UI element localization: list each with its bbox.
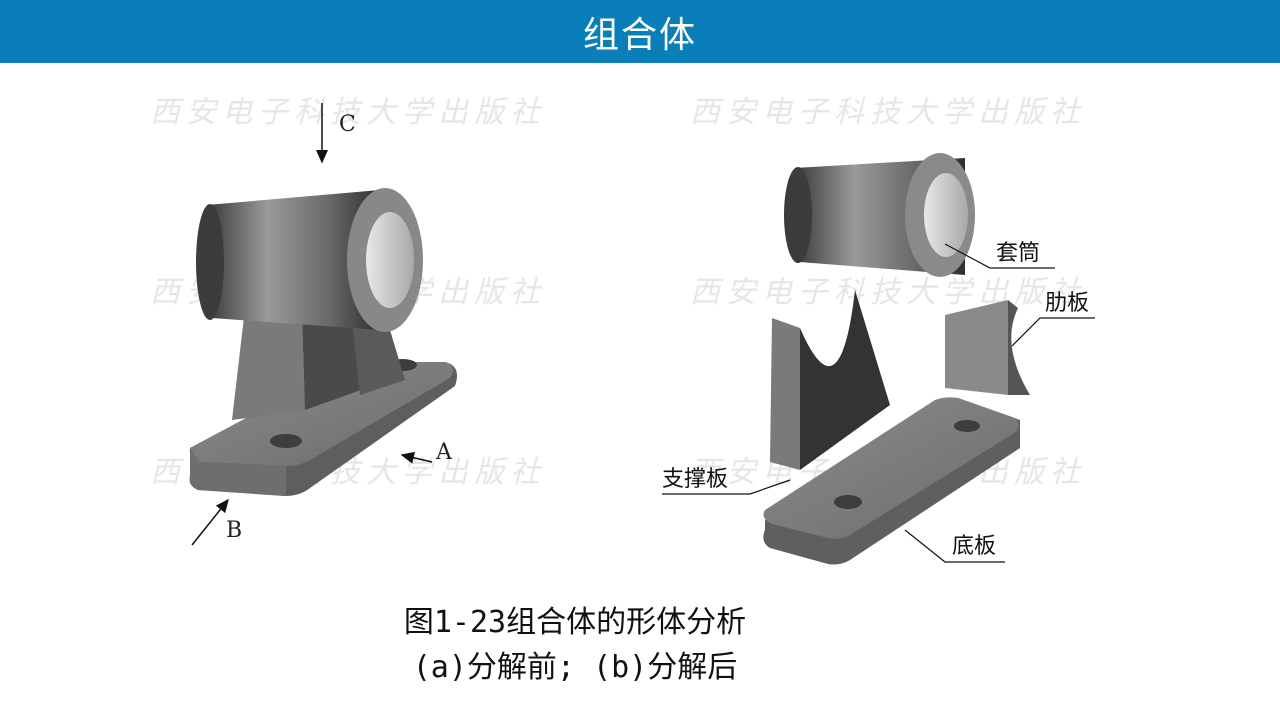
watermark-text: 西安电子科技大学出版社 bbox=[690, 275, 1086, 310]
title-banner: 组合体 bbox=[0, 0, 1280, 63]
label-sleeve: 套筒 bbox=[996, 241, 1040, 266]
assembled-part: C A B bbox=[189, 103, 458, 546]
label-rib: 肋板 bbox=[1045, 291, 1089, 316]
label-base-plate: 底板 bbox=[952, 534, 996, 559]
view-label-b: B bbox=[226, 518, 242, 543]
watermark-text: 西安电子科技大学出版社 bbox=[150, 95, 546, 130]
exploded-parts: 套筒 肋板 支撑板 底板 bbox=[662, 153, 1095, 565]
view-label-a: A bbox=[435, 440, 453, 465]
label-support-plate: 支撑板 bbox=[662, 467, 728, 492]
slide-title: 组合体 bbox=[582, 14, 697, 56]
watermark-text: 西安电子科技大学出版社 bbox=[690, 95, 1086, 130]
figure-illustration: 西安电子科技大学出版社 西安电子科技大学出版社 西安电子科技大学出版社 西安电子… bbox=[150, 95, 1095, 565]
figure-caption: 图1-23组合体的形体分析 bbox=[403, 605, 747, 640]
figure-subcaption: (a)分解前; (b)分解后 bbox=[412, 650, 738, 685]
view-label-c: C bbox=[339, 112, 356, 137]
